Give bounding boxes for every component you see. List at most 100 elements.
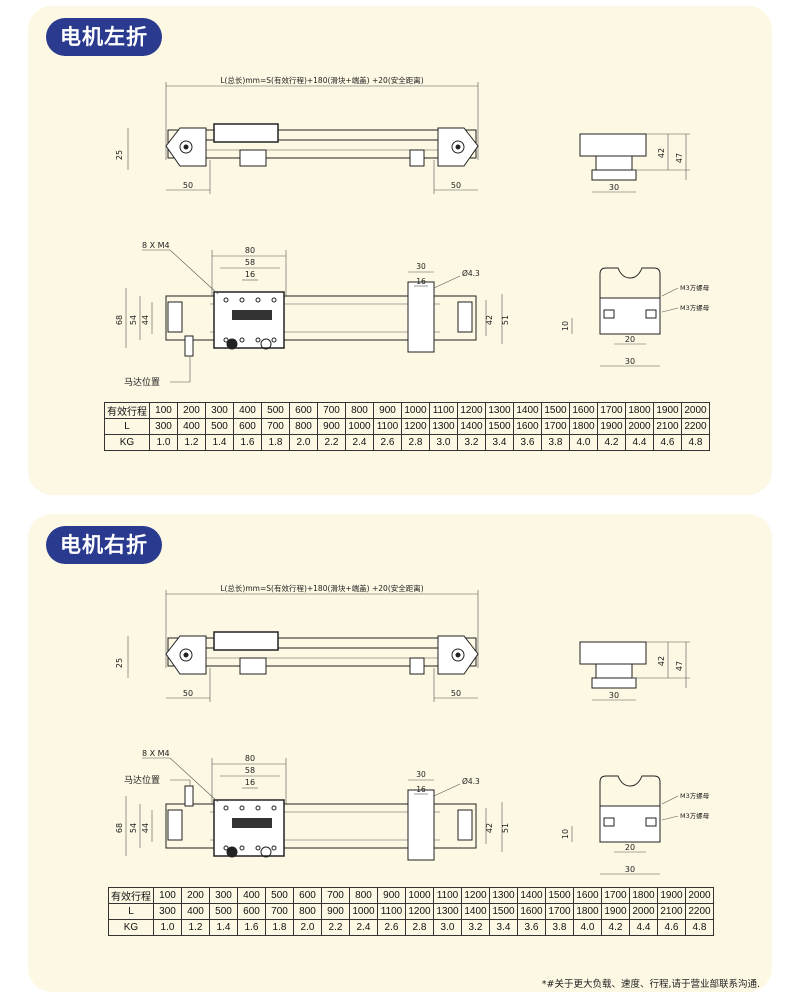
end-cap-bolt (451, 648, 465, 662)
row-label: KG (108, 919, 154, 936)
dimension-label: 44 (141, 823, 150, 833)
dimension-label: 30 (416, 262, 426, 271)
kg-cell: 2.2 (317, 434, 346, 451)
kg-cell: 1.8 (265, 919, 294, 936)
mount-hole (271, 845, 277, 851)
length-cell: 1500 (489, 903, 518, 920)
stroke-cell: 1400 (513, 402, 542, 419)
stroke-cell: 1700 (601, 887, 630, 904)
dimension-label: 51 (501, 823, 510, 833)
kg-cell: 3.2 (461, 919, 490, 936)
kg-cell: 1.4 (205, 434, 234, 451)
end-plate (457, 301, 473, 333)
kg-cell: 3.8 (545, 919, 574, 936)
mount-hole (223, 845, 229, 851)
motor-position-label: 马达位置 (124, 376, 160, 388)
stroke-cell: 600 (293, 887, 322, 904)
mount-hole (271, 805, 277, 811)
length-cell: 400 (177, 418, 206, 435)
stroke-cell: 700 (321, 887, 350, 904)
stroke-cell: 1300 (485, 402, 514, 419)
motor-position-label: 马达位置 (124, 774, 160, 786)
stroke-cell: 100 (153, 887, 182, 904)
slider-label-plate (232, 310, 272, 320)
length-cell: 1800 (573, 903, 602, 920)
kg-cell: 3.8 (541, 434, 570, 451)
length-cell: 1300 (433, 903, 462, 920)
stroke-cell: 900 (377, 887, 406, 904)
length-cell: 2000 (629, 903, 658, 920)
length-cell: 1500 (485, 418, 514, 435)
dimension-label: 30 (625, 357, 635, 366)
dimension-label: 16 (416, 785, 426, 794)
length-cell: 2200 (681, 418, 710, 435)
kg-cell: 4.6 (653, 434, 682, 451)
kg-cell: 2.8 (405, 919, 434, 936)
mount-hole (255, 845, 261, 851)
kg-cell: 2.0 (289, 434, 318, 451)
length-cell: 1400 (457, 418, 486, 435)
stroke-cell: 1500 (545, 887, 574, 904)
dimension-label: 30 (416, 770, 426, 779)
dimension-label: 68 (115, 823, 124, 833)
leader-line (433, 275, 461, 289)
section-title: 电机右折 (46, 526, 166, 568)
kg-cell: 3.0 (429, 434, 458, 451)
section-title: 电机左折 (46, 18, 166, 60)
length-cell: 700 (261, 418, 290, 435)
end-plate (167, 301, 183, 333)
kg-cell: 4.2 (601, 919, 630, 936)
mount-hole (239, 805, 245, 811)
stroke-cell: 1000 (405, 887, 434, 904)
length-cell: 1000 (345, 418, 374, 435)
dimension-label: 16 (245, 778, 255, 787)
knob (226, 846, 238, 858)
dimension-label: 51 (501, 315, 510, 325)
row-label: L (108, 903, 154, 920)
side-view-top (579, 641, 647, 665)
dimension-label: 20 (625, 843, 635, 852)
stroke-cell: 1600 (573, 887, 602, 904)
kg-cell: 1.8 (261, 434, 290, 451)
dimension-label: 50 (451, 689, 461, 698)
mount-hole (239, 337, 245, 343)
length-cell: 800 (293, 903, 322, 920)
callout-label: M3方螺母 (680, 283, 710, 292)
stroke-cell: 800 (345, 402, 374, 419)
callout-label: M3方螺母 (680, 811, 710, 820)
knob (260, 338, 272, 350)
kg-cell: 2.2 (321, 919, 350, 936)
plan-rail (165, 295, 477, 341)
profile-outline (599, 267, 661, 298)
stroke-cell: 1000 (401, 402, 430, 419)
dimension-label: 10 (561, 829, 570, 839)
end-cap-bolt (451, 140, 465, 154)
end-cap-bolt (179, 140, 193, 154)
kg-cell: 1.4 (209, 919, 238, 936)
stroke-cell: 300 (205, 402, 234, 419)
kg-cell: 3.6 (517, 919, 546, 936)
length-cell: 2200 (685, 903, 714, 920)
dimension-label: 42 (485, 823, 494, 833)
kg-cell: 4.4 (625, 434, 654, 451)
length-cell: 1600 (517, 903, 546, 920)
stroke-cell: 800 (349, 887, 378, 904)
kg-cell: 3.4 (489, 919, 518, 936)
kg-cell: 3.4 (485, 434, 514, 451)
end-cap-bolt (183, 144, 189, 150)
profile-base (599, 297, 661, 335)
nut-slot (645, 817, 657, 827)
stroke-cell: 1500 (541, 402, 570, 419)
dimension-label: 50 (183, 181, 193, 190)
nut-slot (603, 309, 615, 319)
dimension-label: 16 (416, 277, 426, 286)
dimension-label: 25 (115, 658, 124, 668)
dimension-label: 68 (115, 315, 124, 325)
motor-stub (184, 785, 194, 807)
leader-line (661, 287, 679, 297)
leader-line (661, 815, 679, 821)
